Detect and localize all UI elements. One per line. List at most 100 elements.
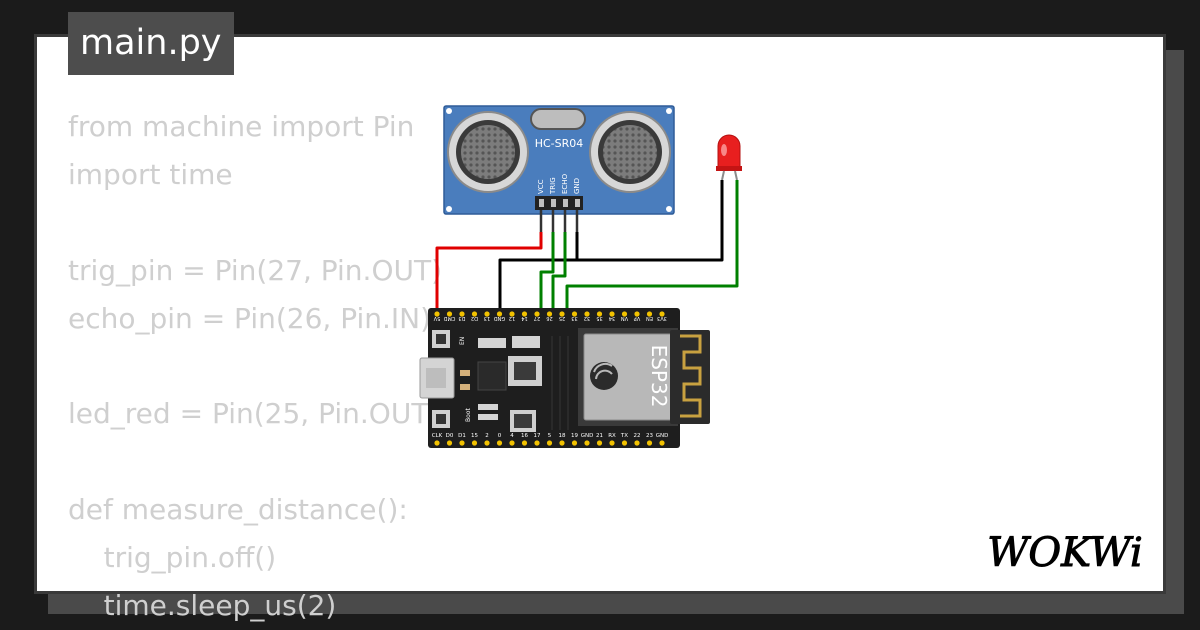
board-pin[interactable] xyxy=(496,311,503,317)
board-pin[interactable] xyxy=(484,311,490,317)
board-pin[interactable] xyxy=(646,440,653,446)
board-pin-label: D0 xyxy=(446,433,454,439)
board-pin[interactable] xyxy=(621,311,628,317)
board-pin[interactable] xyxy=(559,311,565,317)
en-label: EN xyxy=(459,337,466,345)
board-pin[interactable] xyxy=(596,311,603,317)
code-line: echo_pin = Pin(26, Pin.IN) xyxy=(68,301,432,335)
board-pin[interactable] xyxy=(534,311,540,317)
board-pin[interactable] xyxy=(659,311,665,317)
wire-vcc xyxy=(435,232,543,312)
sensor-model-label: HC-SR04 xyxy=(535,137,584,150)
board-pin[interactable] xyxy=(559,440,565,446)
board-pin-label: GND xyxy=(656,433,669,439)
board-pin[interactable] xyxy=(459,440,465,446)
transducer-right xyxy=(589,111,671,193)
board-pin-label: CLK xyxy=(432,433,443,439)
board-pin-label: 23 xyxy=(646,433,653,439)
board-pin[interactable] xyxy=(534,440,540,446)
board-pin[interactable] xyxy=(434,311,440,317)
board-pin-label: 17 xyxy=(534,433,541,439)
board-pin[interactable] xyxy=(446,311,453,317)
code-line: time.sleep_us(2) xyxy=(68,588,337,622)
code-line: trig_pin.off() xyxy=(68,541,277,575)
board-pin[interactable] xyxy=(571,440,578,446)
wokwi-logo: WOKWi xyxy=(987,530,1144,577)
board-pin-label: 22 xyxy=(634,433,641,439)
board-pin-label: 14 xyxy=(521,315,527,321)
wire-gnd xyxy=(498,232,579,312)
board-pin[interactable] xyxy=(584,311,590,317)
board-pin-label: EN xyxy=(646,315,653,321)
board-pin[interactable] xyxy=(521,440,528,446)
board-pin-label: 16 xyxy=(521,433,528,439)
board-pin[interactable] xyxy=(646,311,653,317)
chip-label: ESP32 xyxy=(647,345,671,408)
board-pin-label: 32 xyxy=(584,315,590,321)
board-pin[interactable] xyxy=(446,440,453,446)
board-pin-label: 5 xyxy=(548,433,552,439)
board-pin-label: GND xyxy=(494,315,506,321)
espressif-logo-icon xyxy=(590,362,618,390)
file-name-tab[interactable]: main.py xyxy=(68,12,234,75)
board-pin[interactable] xyxy=(546,440,553,446)
board-pin-label: 18 xyxy=(559,433,566,439)
wire-echo xyxy=(551,232,567,312)
board-pin[interactable] xyxy=(571,311,578,317)
board-pin[interactable] xyxy=(459,311,465,317)
board-pin[interactable] xyxy=(496,440,503,446)
board-pin-label: 26 xyxy=(546,315,552,321)
sensor-pin-label: TRIG xyxy=(549,177,557,195)
board-pin-label: VN xyxy=(621,315,628,321)
code-line: from machine import Pin xyxy=(68,110,415,143)
board-pin[interactable] xyxy=(596,440,603,446)
esp32-board[interactable]: 3V3ENVPVN343532332526271412GND13D2D3CMD5… xyxy=(419,308,710,448)
board-pin-label: 12 xyxy=(509,315,515,321)
sensor-pin-label: ECHO xyxy=(561,173,569,194)
board-pin-label: D2 xyxy=(471,315,478,321)
board-pin[interactable] xyxy=(584,440,590,446)
board-pin[interactable] xyxy=(634,440,640,446)
board-pin-label: 34 xyxy=(609,315,615,321)
board-pin-label: 35 xyxy=(596,315,602,321)
board-pin-label: TX xyxy=(620,433,628,439)
board-pin[interactable] xyxy=(546,311,553,317)
wire-led xyxy=(565,180,739,312)
board-pin[interactable] xyxy=(634,311,640,317)
board-pin-label: 13 xyxy=(484,315,490,321)
board-pin[interactable] xyxy=(521,311,528,317)
board-pin[interactable] xyxy=(484,440,490,446)
board-pin[interactable] xyxy=(621,440,628,446)
led-red[interactable] xyxy=(716,134,742,181)
board-pin[interactable] xyxy=(434,440,440,446)
code-line: trig_pin = Pin(27, Pin.OUT) xyxy=(68,253,443,287)
board-pin-label: 2 xyxy=(485,433,489,439)
board-pin-label: 0 xyxy=(498,433,502,439)
boot-label: Boot xyxy=(465,408,472,422)
sensor-pin-label: GND xyxy=(573,178,581,194)
board-pin-label: GND xyxy=(581,433,594,439)
board-pin[interactable] xyxy=(509,311,515,317)
wire-led-gnd xyxy=(577,180,724,262)
board-pin-label: 25 xyxy=(559,315,565,321)
board-pin[interactable] xyxy=(609,440,615,446)
wires xyxy=(435,180,739,312)
board-pin-label: 19 xyxy=(571,433,578,439)
board-pin-label: 27 xyxy=(534,315,540,321)
board-pin-label: 15 xyxy=(471,433,478,439)
board-pin-label: RX xyxy=(608,433,616,439)
board-pin[interactable] xyxy=(509,440,515,446)
board-pin-label: 33 xyxy=(571,315,577,321)
board-pin[interactable] xyxy=(471,311,478,317)
board-pin[interactable] xyxy=(471,440,478,446)
board-pin[interactable] xyxy=(609,311,615,317)
board-pin-label: 4 xyxy=(510,433,514,439)
code-line: import time xyxy=(68,157,233,191)
board-pin[interactable] xyxy=(659,440,665,446)
board-pin-label: CMD xyxy=(444,315,456,321)
svg-text:WOKWi: WOKWi xyxy=(987,530,1143,576)
wire-trig xyxy=(539,232,555,312)
code-editor: from machine import Pin import time trig_p… xyxy=(68,103,768,630)
